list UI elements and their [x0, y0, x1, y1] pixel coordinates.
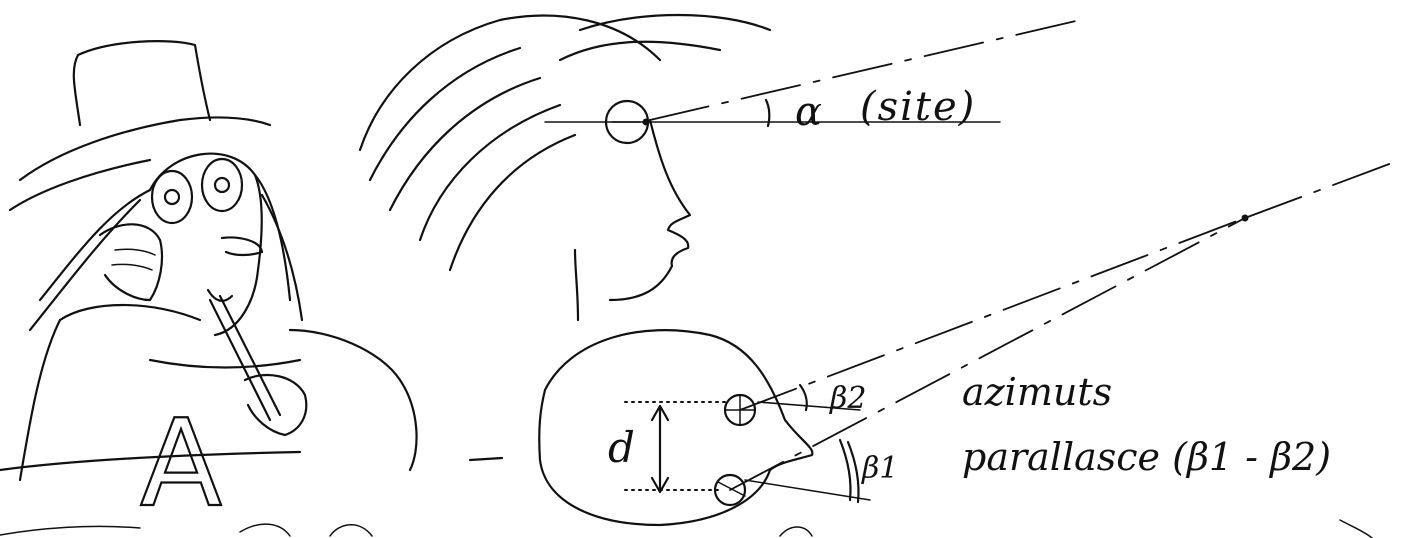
beta1-label: β1 — [861, 451, 898, 486]
annotations: azimuts parallasce (β1 - β2) — [962, 370, 1331, 479]
parallaxe-label: parallasce (β1 - β2) — [962, 435, 1331, 479]
alpha-label: α — [795, 89, 822, 135]
azimuts-label: azimuts — [962, 370, 1112, 414]
target-point — [1242, 215, 1249, 222]
character-with-hat: A — [0, 41, 417, 534]
distance-label: d — [608, 423, 635, 472]
site-label: (site) — [860, 84, 976, 130]
profile-head: α (site) — [360, 15, 1080, 320]
beta2-label: β2 — [829, 381, 866, 416]
shirt-letter: A — [140, 395, 222, 534]
